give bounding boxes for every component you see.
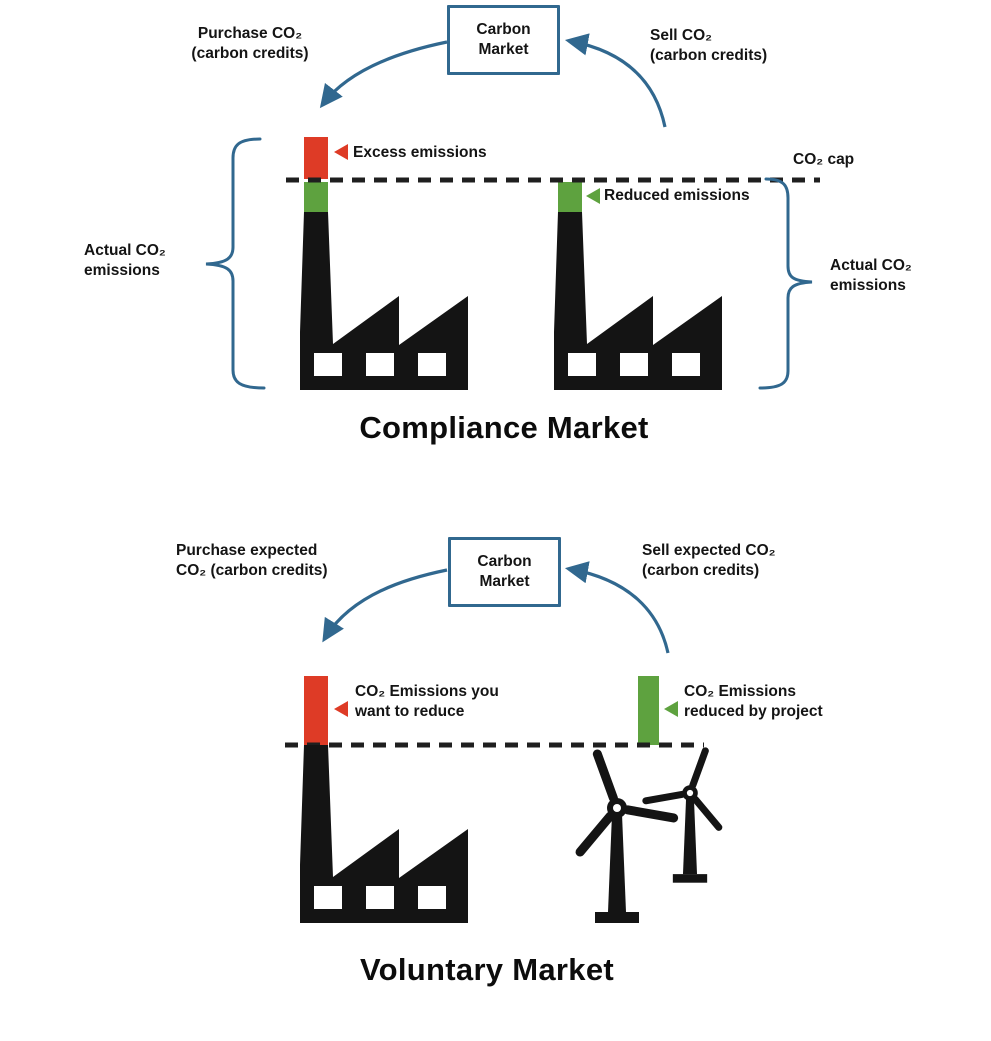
factory-icon [300,745,468,923]
right-actual-emissions-brace [758,177,813,390]
actual-emissions-right-label: Actual CO₂ emissions [830,257,912,294]
voluntary-market-title: Voluntary Market [359,952,614,987]
actual-emissions-left-label: Actual CO₂ emissions [84,242,166,279]
compliance-sell-arrow [564,33,667,128]
voluntary-sell-arrow [564,561,670,654]
emissions-to-reduce-label: CO₂ Emissions you want to reduce [355,683,499,720]
factory-icon [554,212,722,390]
reduced-pointer-icon [586,188,600,204]
project-pointer-icon [664,701,678,717]
wind-turbine-icon [575,749,679,923]
left-actual-emissions-brace [205,137,266,390]
right-reduced-emissions-bar [558,182,582,212]
reduced-emissions-label: Reduced emissions [604,187,750,204]
carbon-market-box: Carbon Market [448,537,561,607]
project-reduction-bar [638,676,659,745]
co2-cap-label: CO₂ cap [793,151,855,168]
wind-turbine-icon [642,747,723,883]
excess-pointer-icon [334,144,348,160]
compliance-market-title: Compliance Market [359,410,649,445]
compliance-purchase-arrow [319,40,448,109]
carbon-market-box: Carbon Market [447,5,560,75]
excess-emissions-label: Excess emissions [353,144,487,161]
excess-emissions-bar [304,137,328,179]
purchase-expected-co2-label: Purchase expected CO₂ (carbon credits) [176,542,328,579]
emissions-to-reduce-bar [304,676,328,745]
left-reduced-emissions-bar [304,182,328,212]
voluntary-purchase-arrow [322,568,448,643]
sell-expected-co2-label: Sell expected CO₂ (carbon credits) [642,542,776,579]
factory-icon [300,212,468,390]
purchase-co2-label: Purchase CO₂ (carbon credits) [191,25,309,62]
emissions-reduced-by-project-label: CO₂ Emissions reduced by project [684,683,823,720]
sell-co2-label: Sell CO₂ (carbon credits) [650,27,768,64]
reduce-pointer-icon [334,701,348,717]
